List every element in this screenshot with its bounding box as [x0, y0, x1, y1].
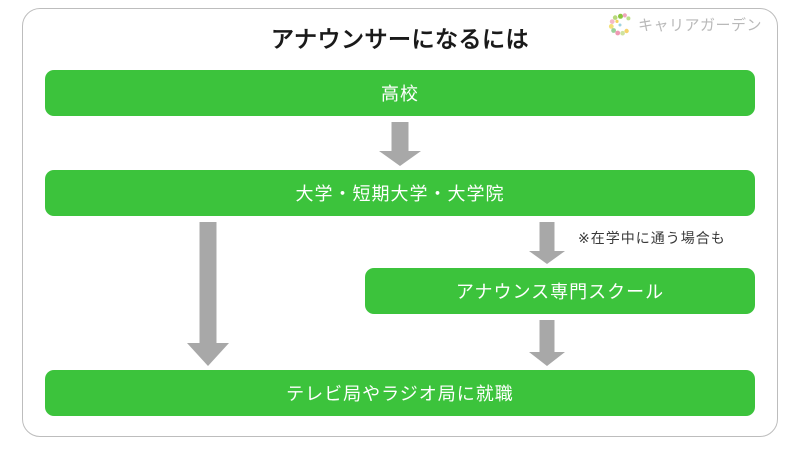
arrow-down-icon-university-to-employment — [186, 222, 230, 366]
flow-node-employment: テレビ局やラジオ局に就職 — [45, 370, 755, 416]
arrow-head — [187, 343, 229, 366]
arrow-shaft — [199, 222, 217, 344]
colorful-c-ring-icon — [608, 12, 633, 37]
brand-name: キャリアガーデン — [637, 17, 762, 34]
arrow-down-icon-hs-to-university — [378, 122, 422, 166]
page-title: アナウンサーになるには — [270, 26, 530, 52]
arrow-down-icon-university-to-school — [528, 222, 566, 264]
flow-node-high-school: 高校 — [45, 70, 755, 116]
arrow-head — [529, 251, 565, 264]
arrow-down-icon-school-to-employment — [528, 320, 566, 366]
arrow-shaft — [391, 122, 409, 152]
flow-node-announce-school: アナウンス専門スクール — [365, 268, 755, 314]
annotation-enrolled-note: ※在学中に通う場合も — [578, 230, 726, 246]
arrow-head — [379, 151, 421, 166]
arrow-shaft — [539, 320, 555, 352]
arrow-shaft — [539, 222, 555, 252]
flow-node-university: 大学・短期大学・大学院 — [45, 170, 755, 216]
arrow-head — [529, 352, 565, 366]
brand-logo: キャリアガーデン — [608, 12, 762, 37]
